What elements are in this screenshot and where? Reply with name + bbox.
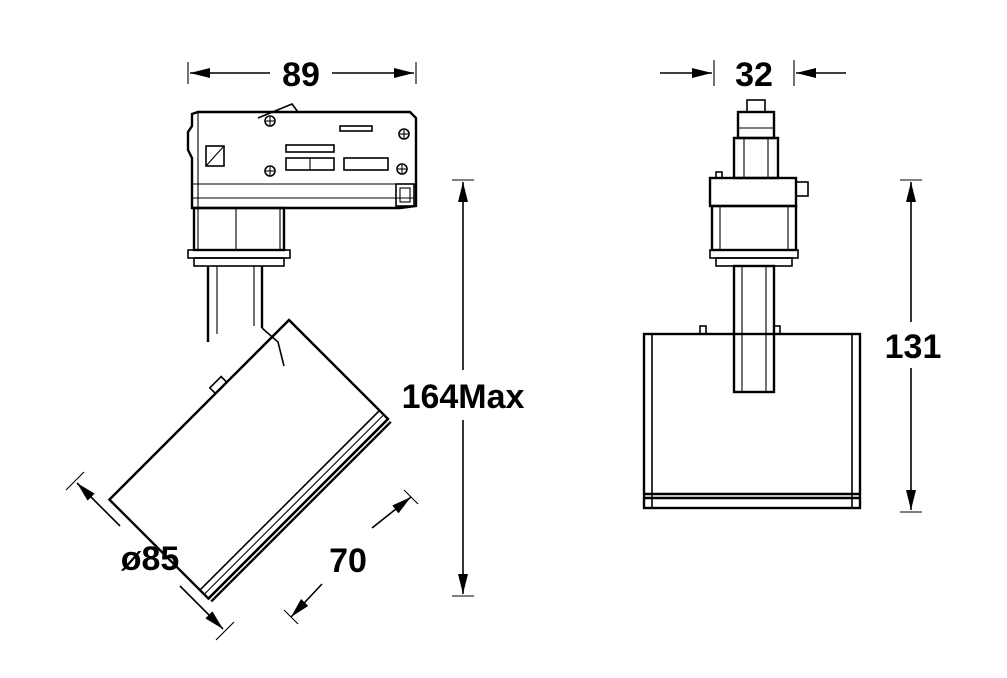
- dimension-height-max: 164Max: [402, 179, 525, 597]
- spot-head: [107, 318, 392, 603]
- dimension-diameter: ø85: [65, 471, 235, 641]
- dimension-height-side: 131: [885, 179, 942, 513]
- height-side-label: 131: [885, 328, 942, 366]
- dimension-width-side: 32: [660, 56, 846, 94]
- diameter-label: ø85: [121, 540, 180, 578]
- arm: [206, 266, 285, 367]
- side-arm: [699, 264, 781, 394]
- width-front-label: 89: [282, 56, 320, 94]
- side-view: [642, 99, 862, 510]
- adapter-neck: [187, 206, 291, 267]
- dimension-length: 70: [283, 489, 419, 625]
- screw-icon: [264, 165, 276, 177]
- dimension-width-front: 89: [187, 56, 417, 94]
- track-adapter: [186, 103, 418, 210]
- screw-icon: [396, 163, 408, 175]
- screw-icon: [398, 128, 410, 140]
- front-view: [107, 103, 418, 603]
- height-max-label: 164Max: [402, 378, 525, 416]
- width-side-label: 32: [735, 56, 773, 94]
- screw-icon: [264, 115, 276, 127]
- side-adapter: [708, 99, 809, 267]
- length-label: 70: [329, 542, 367, 580]
- side-head: [642, 332, 862, 510]
